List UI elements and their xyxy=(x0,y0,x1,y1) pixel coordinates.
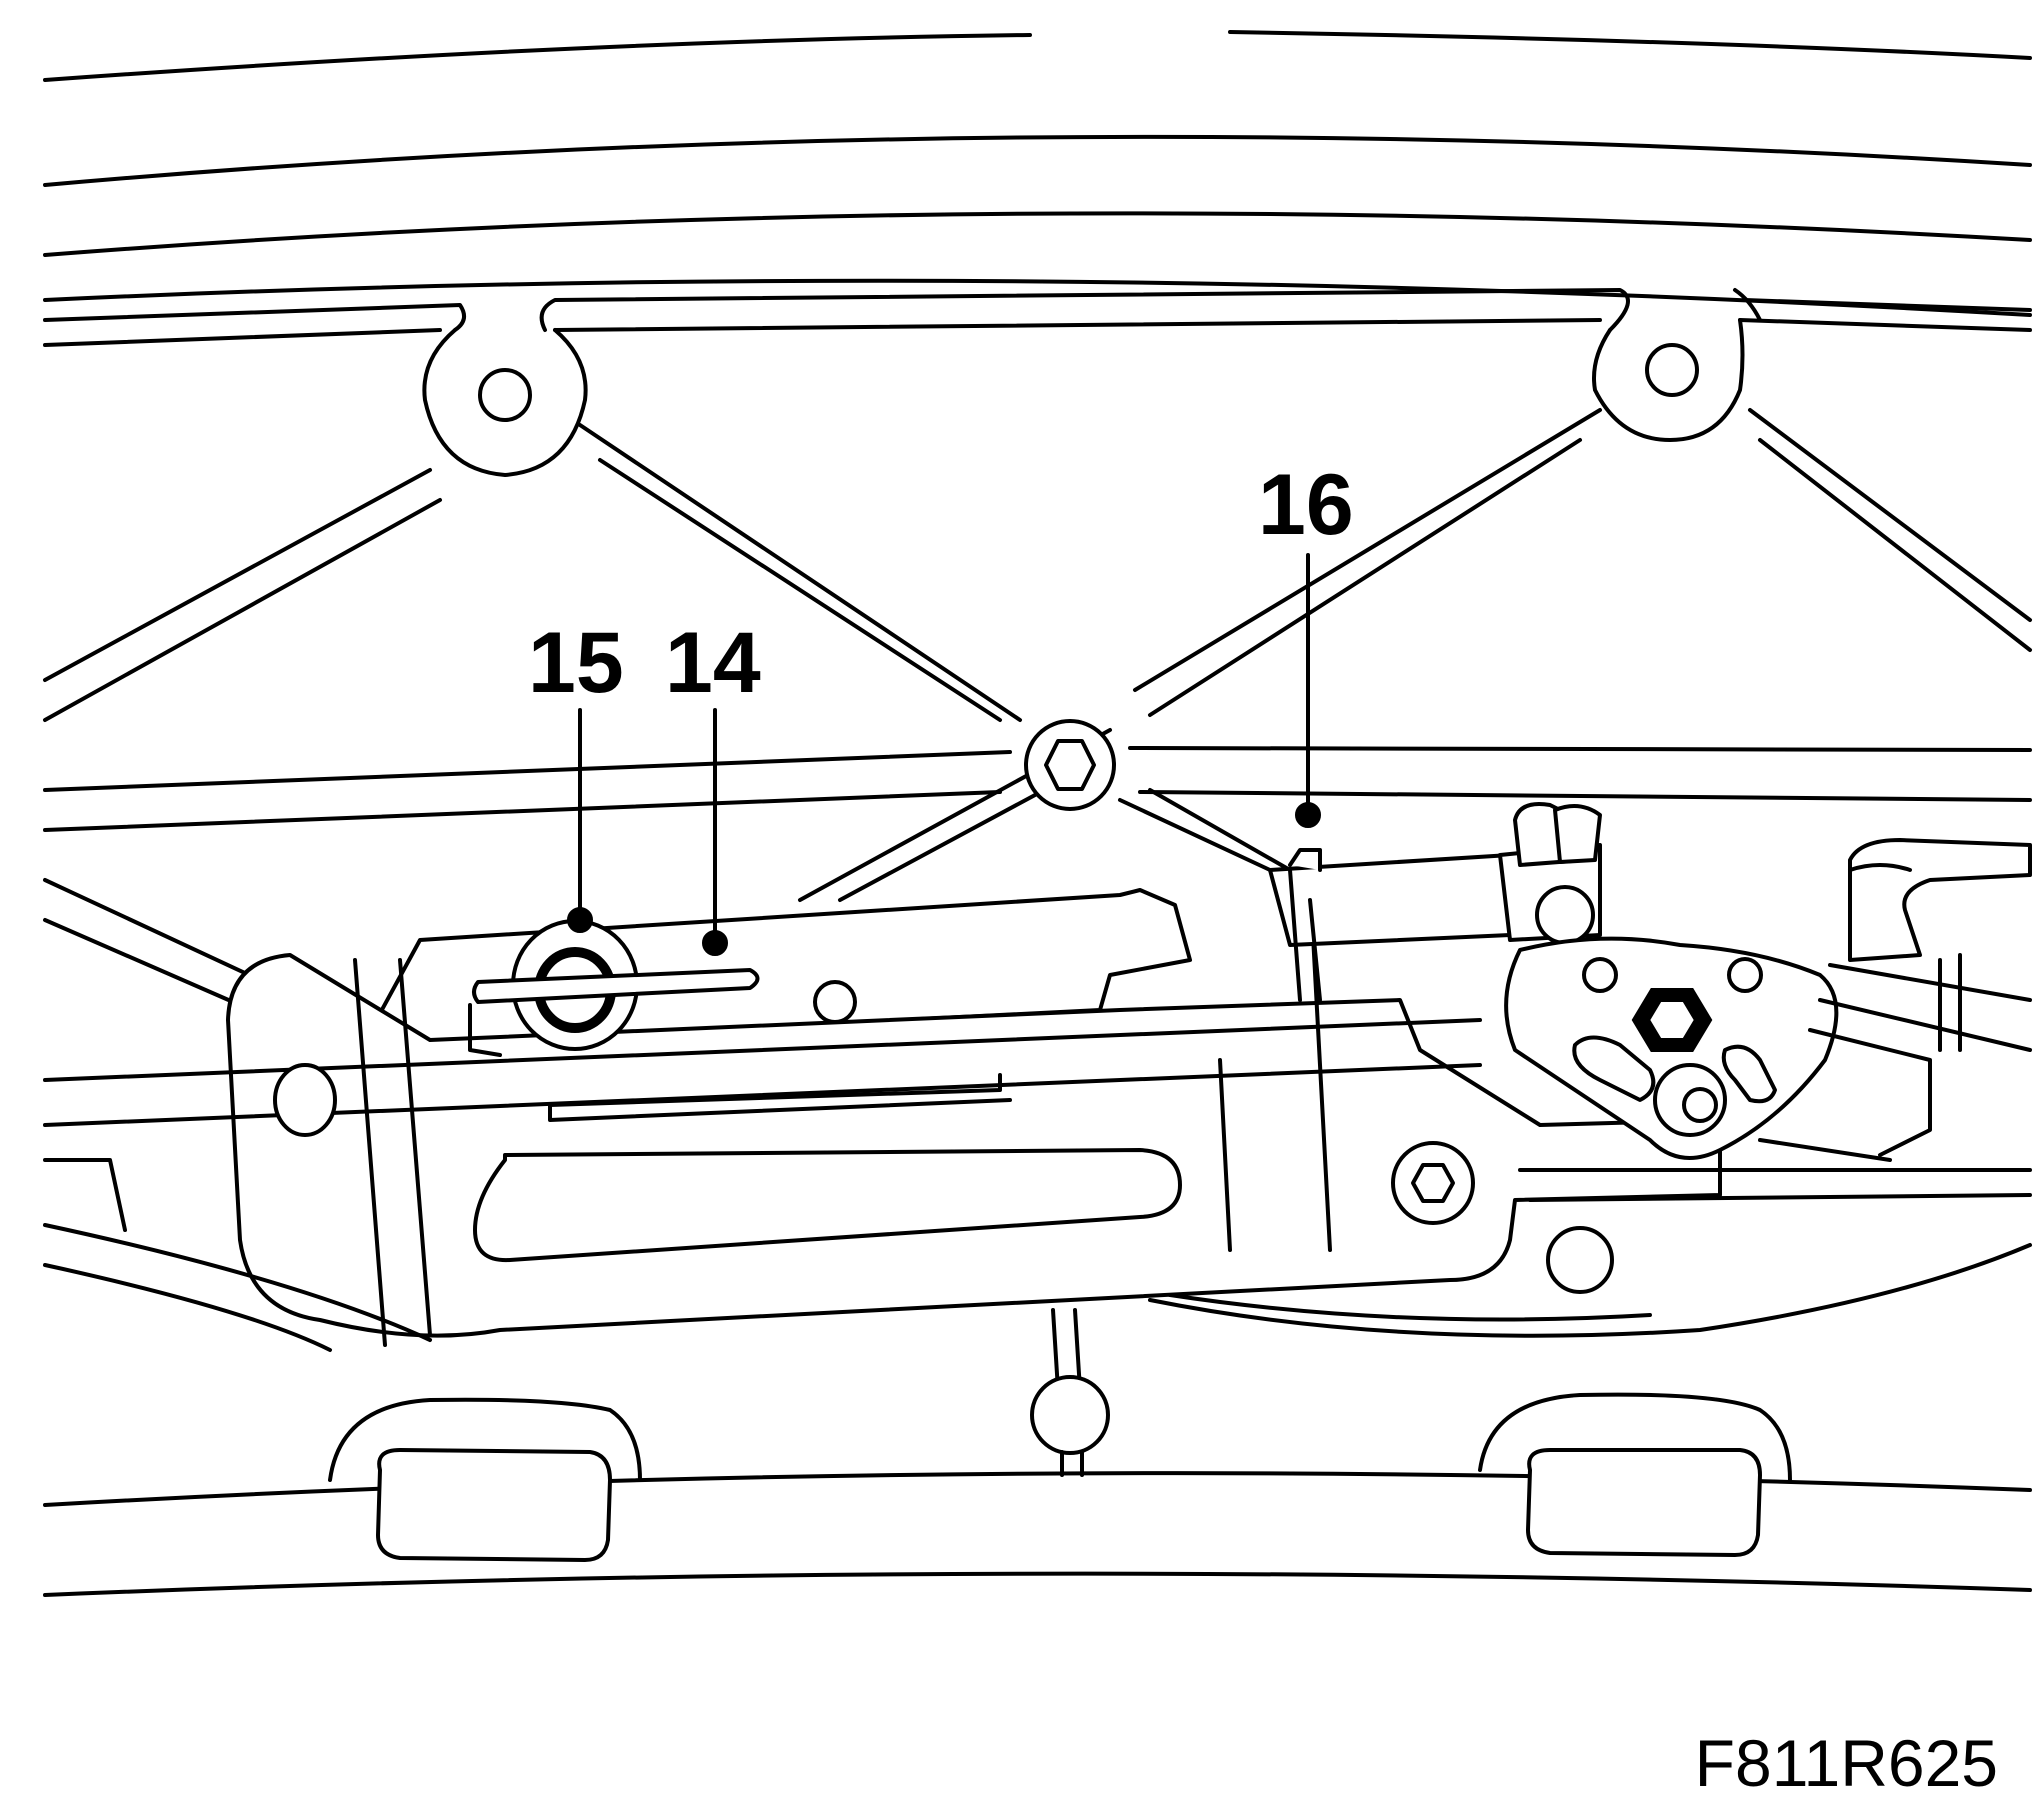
upper-bracket xyxy=(1268,802,1602,1002)
center-hex-bolt xyxy=(1024,719,1116,811)
bottom-rail xyxy=(43,1392,2032,1597)
middle-rails xyxy=(43,746,2032,832)
left-pivot-eye xyxy=(422,328,588,477)
pin-assembly xyxy=(468,919,760,1057)
callout-14: 14 xyxy=(665,615,761,711)
lower-rod xyxy=(1030,1308,1110,1477)
actuator-arm xyxy=(43,878,1722,1347)
figure-code: F811R625 xyxy=(1694,1726,1998,1800)
callout-16: 16 xyxy=(1258,457,1354,553)
roof-top-contours xyxy=(43,30,2032,317)
right-linkage xyxy=(1518,838,2032,1294)
arm-hex-socket xyxy=(1391,1141,1475,1225)
x-linkage xyxy=(43,408,2032,1007)
lower-sweeps xyxy=(43,1158,2032,1352)
callout-leaders xyxy=(567,553,1321,956)
arm-slot xyxy=(473,1148,1182,1263)
callout-15: 15 xyxy=(528,615,624,711)
cam-plate xyxy=(1504,936,1839,1160)
right-pivot-eye xyxy=(1592,318,1745,442)
upper-frame xyxy=(43,288,2032,477)
